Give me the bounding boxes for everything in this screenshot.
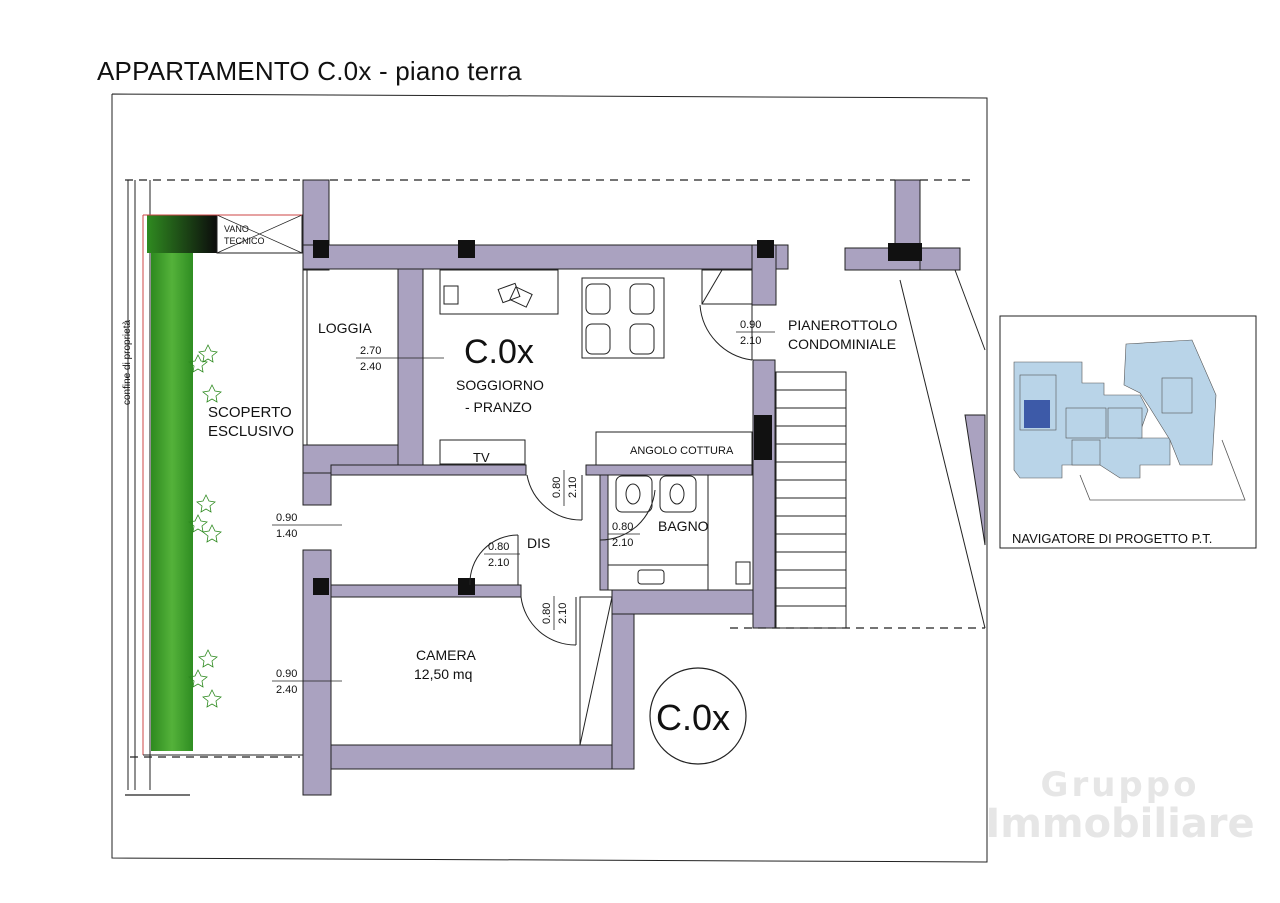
svg-text:0.80: 0.80 [551, 477, 563, 498]
dimension-door-dis: 0.80 2.10 [484, 541, 520, 569]
garden-strip [151, 253, 193, 751]
staircase [775, 371, 847, 629]
svg-text:0.90: 0.90 [276, 512, 297, 524]
svg-text:0.90: 0.90 [276, 668, 297, 680]
dimension-window-1: 0.90 1.40 [272, 512, 342, 540]
svg-text:2.40: 2.40 [276, 684, 297, 696]
svg-text:0.80: 0.80 [488, 541, 509, 553]
svg-text:2.70: 2.70 [360, 345, 381, 357]
windows [302, 270, 330, 551]
scoperto-label-2: ESCLUSIVO [208, 423, 294, 440]
watermark-line-2: Immobiliare [985, 801, 1255, 847]
svg-text:2.10: 2.10 [612, 537, 633, 549]
dimension-window-2: 0.90 2.40 [272, 668, 342, 696]
vano-tecnico-block [147, 215, 217, 253]
navigator-caption: NAVIGATORE DI PROGETTO P.T. [1012, 531, 1213, 546]
dimension-door-bagno: 0.80 2.10 [608, 521, 640, 549]
dimension-door-soggiorno: 0.80 2.10 [551, 470, 579, 506]
room-label-soggiorno: SOGGIORNO [456, 377, 544, 393]
columns [313, 240, 922, 595]
dimension-door-camera: 0.80 2.10 [541, 596, 569, 630]
unit-circle [649, 667, 747, 765]
dimension-loggia: 2.70 2.40 [356, 345, 444, 373]
room-label-loggia: LOGGIA [318, 320, 372, 336]
navigator-highlight [1024, 400, 1050, 428]
room-label-camera: CAMERA [416, 647, 477, 663]
watermark-logo: Gruppo Immobiliare [970, 768, 1270, 844]
tv-label: TV [473, 450, 490, 465]
walls [302, 179, 961, 796]
project-navigator [999, 315, 1257, 549]
svg-text:2.10: 2.10 [567, 477, 579, 498]
svg-text:2.10: 2.10 [557, 603, 569, 624]
svg-text:0.80: 0.80 [612, 521, 633, 533]
living-furniture [439, 269, 753, 466]
room-label-pianerottolo: PIANEROTTOLO [788, 317, 898, 333]
room-label-dis: DIS [527, 535, 550, 551]
room-label-bagno: BAGNO [658, 518, 709, 534]
svg-text:1.40: 1.40 [276, 528, 297, 540]
property-line-label: confine di proprietà [122, 320, 133, 405]
door-swings [469, 304, 753, 746]
svg-text:0.90: 0.90 [740, 319, 761, 331]
room-area-camera: 12,50 mq [414, 666, 472, 682]
svg-text:2.10: 2.10 [488, 557, 509, 569]
unit-circle-code: C.0x [656, 697, 730, 738]
dimension-pianerottolo: 0.90 2.10 [736, 319, 775, 347]
vano-label-2: TECNICO [224, 236, 265, 246]
page-title: APPARTAMENTO C.0x - piano terra [97, 56, 522, 86]
vano-label-1: VANO [224, 224, 249, 234]
svg-text:2.40: 2.40 [360, 361, 381, 373]
svg-text:2.10: 2.10 [740, 335, 761, 347]
shrub-icons [188, 344, 222, 708]
room-label-condominiale: CONDOMINIALE [788, 336, 896, 352]
sheet-frame [111, 93, 988, 863]
scoperto-label-1: SCOPERTO [208, 404, 292, 421]
bathroom-fixtures [607, 474, 754, 591]
room-label-pranzo: - PRANZO [465, 399, 532, 415]
watermark-line-1: Gruppo [1040, 765, 1200, 805]
svg-text:0.80: 0.80 [541, 603, 553, 624]
unit-code-label: C.0x [464, 333, 534, 371]
room-label-angolo-cottura: ANGOLO COTTURA [630, 445, 734, 457]
